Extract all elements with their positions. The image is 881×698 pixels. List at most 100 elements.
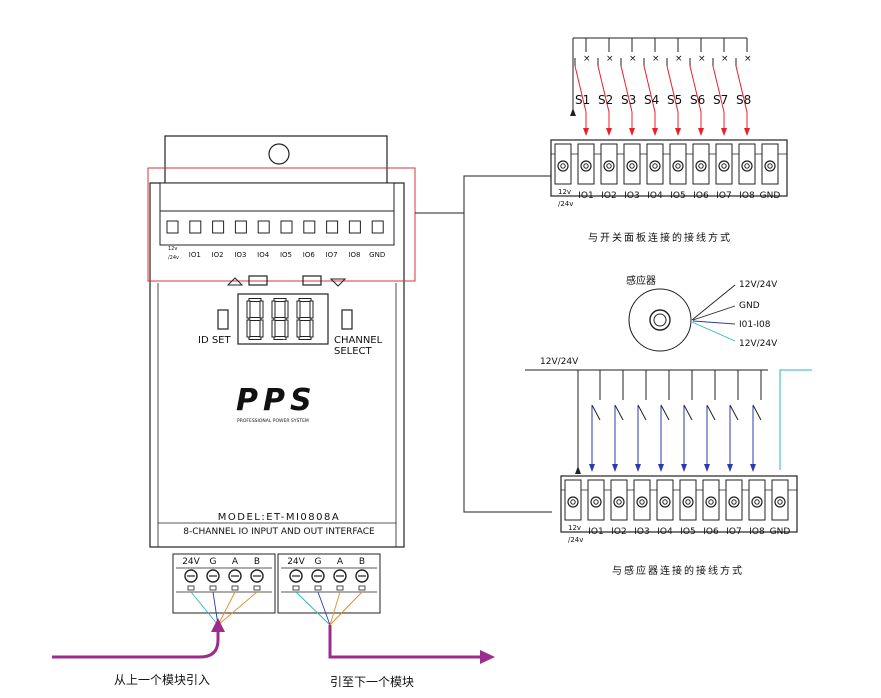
terminal-label: IO2 [611, 527, 626, 537]
io-terminal-label: GND [369, 251, 385, 259]
terminal-label: IO1 [588, 527, 603, 537]
switch-label: S7 [713, 93, 728, 107]
io-terminal-label: IO6 [303, 251, 316, 259]
sensor-wire-label: 12V/24V [739, 280, 778, 290]
indicator-right [302, 275, 322, 286]
switch-node: × [744, 54, 752, 64]
bus-terminal-label: 24V [182, 557, 200, 567]
channel-select-label-2: SELECT [334, 346, 373, 357]
terminal-label: IO6 [703, 527, 719, 537]
io-terminal-label: IO2 [212, 251, 224, 259]
bus-terminal-label: A [337, 557, 344, 567]
segment [298, 336, 312, 340]
bus-terminal-label: B [254, 557, 260, 567]
highlight-box [147, 167, 416, 282]
model-label: MODEL:ET-MI0808A [218, 512, 340, 523]
sensor-wire-label: I01-I08 [739, 320, 771, 330]
terminal-label: GND [770, 527, 791, 537]
bus-terminal-label: G [210, 557, 217, 567]
bus-terminal-label: A [232, 557, 239, 567]
io-terminal-slot [257, 220, 270, 234]
switch-node: × [606, 54, 614, 64]
sensor-icon-group: 感应器 12V/24V GND I01-I08 12V/24V [626, 274, 778, 352]
bus-block-in [172, 553, 276, 614]
sensor-title: 感应器 [626, 274, 656, 287]
terminal-label: IO7 [726, 527, 741, 537]
bus-terminal-label: B [359, 557, 365, 567]
terminal-label: IO2 [601, 191, 616, 201]
terminal-label: IO7 [716, 191, 731, 201]
id-set-label: ID SET [198, 335, 231, 346]
io-terminal-slot [212, 220, 225, 234]
io-terminal-label: IO8 [348, 251, 360, 259]
channel-select-button[interactable] [341, 309, 353, 330]
sensor-contact [683, 404, 693, 421]
switch-node: × [698, 54, 706, 64]
segment [259, 319, 264, 338]
sensor-wire-label: 12V/24V [739, 339, 778, 349]
terminal-label: GND [760, 191, 781, 201]
terminal-label: IO8 [749, 527, 765, 537]
segment [246, 319, 251, 338]
bus-out-label: 引至下一个模块 [330, 675, 414, 689]
bus-in-arrow [52, 628, 220, 659]
switch-label: S1 [575, 93, 590, 107]
display-digits [246, 298, 314, 340]
io-terminal-slot [348, 220, 361, 234]
switch-label: S3 [621, 93, 636, 107]
id-set-button[interactable] [217, 309, 229, 330]
io-terminal-slot [280, 220, 293, 234]
segment [248, 298, 262, 302]
sensor-wire-label: GND [739, 301, 760, 311]
terminal-label: /24v [558, 200, 573, 208]
segment [248, 317, 262, 321]
io-terminal-label: IO3 [234, 251, 246, 259]
switch-label: S6 [690, 93, 705, 107]
io-terminal-label: 12v [168, 246, 177, 252]
io-terminal-slot [303, 220, 316, 234]
description-label: 8-CHANNEL IO INPUT AND OUT INTERFACE [183, 527, 375, 537]
sensor-contact [637, 404, 647, 421]
terminal-label: IO4 [657, 527, 673, 537]
sensor-contact [706, 404, 716, 421]
switch-node: × [629, 54, 637, 64]
io-terminal-slot [234, 220, 247, 234]
terminal-label: IO3 [634, 527, 649, 537]
sensor-contact [614, 404, 624, 421]
io-terminal-slot [371, 220, 384, 234]
terminal-label: 12v [568, 524, 581, 532]
switch-label: S5 [667, 93, 682, 107]
bus-block-out [277, 553, 381, 614]
terminal-label: IO6 [693, 191, 709, 201]
bus-in-label: 从上一个模块引入 [114, 673, 210, 687]
switch-node: × [652, 54, 660, 64]
segment [298, 317, 312, 321]
segment [309, 319, 314, 338]
segment [246, 300, 251, 319]
sensor-caption: 与感应器连接的接线方式 [612, 564, 744, 577]
switch-caption: 与开关面板连接的接线方式 [588, 231, 732, 244]
io-terminal-slot [326, 220, 339, 234]
terminal-label: /24v [568, 536, 583, 544]
segment [271, 319, 276, 338]
bus-terminal-label: G [315, 557, 322, 567]
terminal-label: IO4 [647, 191, 663, 201]
segment [296, 300, 301, 319]
link-sensor-panel [463, 213, 552, 513]
io-terminal-slot [189, 220, 202, 234]
sensor-contact [660, 404, 670, 421]
segment [273, 298, 287, 302]
up-arrow-icon[interactable] [226, 277, 244, 286]
terminal-label: IO1 [578, 191, 593, 201]
link-switch-panel [415, 175, 552, 214]
down-arrow-icon[interactable] [329, 278, 347, 287]
segment [284, 300, 289, 319]
brand-logo: PPS [236, 383, 317, 418]
segment [309, 300, 314, 319]
switch-label: S2 [598, 93, 613, 107]
terminal-label: IO8 [739, 191, 755, 201]
